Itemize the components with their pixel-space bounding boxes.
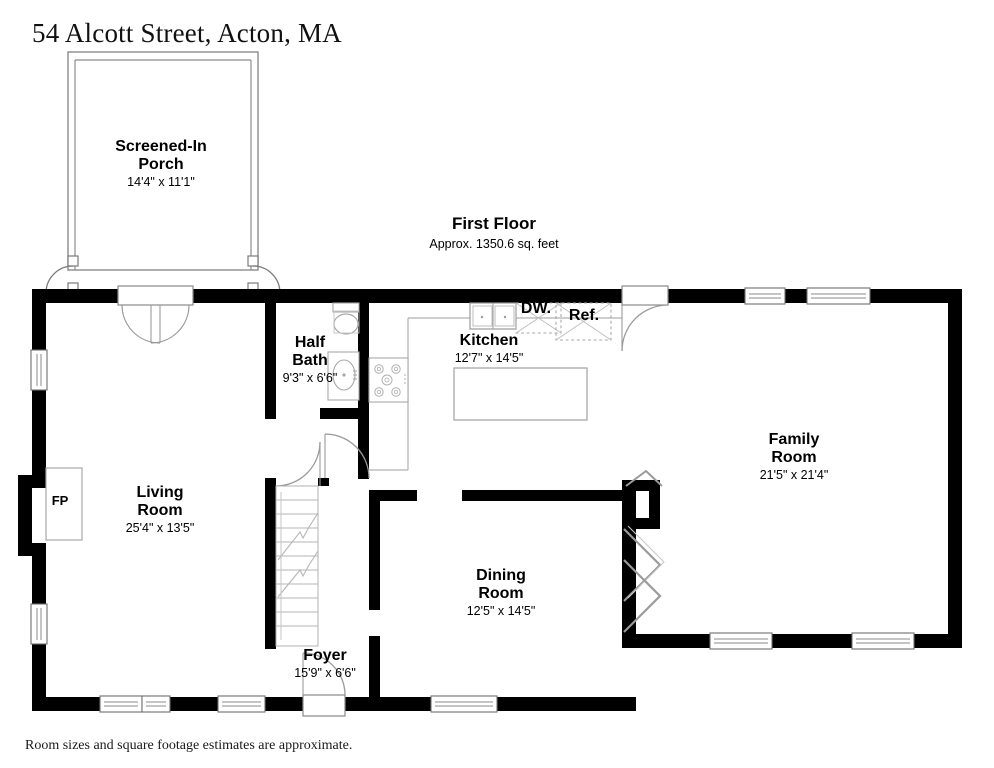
floor-heading: First Floor Approx. 1350.6 sq. feet [429, 214, 558, 251]
room-dims: 14'4" x 11'1" [127, 174, 195, 189]
room-label-family-room: Family Room 21'5" x 21'4" [760, 431, 829, 482]
room-label-porch: Screened-In Porch 14'4" x 11'1" [115, 138, 207, 189]
kitchen-island-icon [453, 367, 588, 421]
bifold-door-lower [623, 559, 662, 633]
window [806, 287, 871, 305]
room-dims: 9'3" x 6'6" [282, 370, 338, 385]
room-label-half-bath: Half Bath 9'3" x 6'6" [283, 334, 338, 385]
window [430, 695, 498, 713]
room-label-dining-room: Dining Room 12'5" x 14'5" [467, 567, 536, 618]
room-label-foyer: Foyer 15'9" x 6'6" [294, 647, 356, 680]
refrigerator-icon [555, 302, 612, 341]
room-name: Kitchen [459, 332, 519, 349]
floor-area: Approx. 1350.6 sq. feet [429, 237, 559, 251]
screened-in-porch-structure [67, 51, 259, 294]
bifold-door-pocket [625, 469, 663, 487]
bathroom-sink-icon [327, 351, 360, 401]
room-dims: 21'5" x 21'4" [759, 467, 829, 482]
toilet-icon [332, 302, 360, 335]
room-name: Dining Room [476, 567, 526, 602]
window [30, 349, 48, 391]
room-name: Living Room [136, 484, 184, 519]
window [709, 632, 773, 650]
window [851, 632, 915, 650]
bifold-door-upper [623, 525, 665, 602]
room-label-living-room: Living Room 25'4" x 13'5" [126, 484, 195, 535]
disclaimer-text: Room sizes and square footage estimates … [25, 738, 353, 753]
exterior-door-front [302, 652, 346, 717]
window [99, 695, 143, 713]
exterior-door-rear [621, 285, 669, 352]
fireplace-label: FP [51, 493, 69, 508]
window [30, 603, 48, 645]
windows [30, 287, 915, 713]
room-name: Family Room [768, 431, 820, 466]
fireplace-icon [45, 467, 83, 541]
room-dims: 12'5" x 14'5" [466, 603, 536, 618]
window [217, 695, 266, 713]
room-dims: 25'4" x 13'5" [125, 520, 195, 535]
dishwasher-label: DW. [520, 300, 552, 317]
room-name: Screened-In Porch [115, 138, 207, 173]
french-door-to-porch [117, 285, 194, 344]
room-label-kitchen: Kitchen 12'7" x 14'5" [455, 332, 524, 365]
dishwasher-icon [515, 302, 562, 334]
floor-title: First Floor [451, 214, 537, 233]
room-dims: 12'7" x 14'5" [454, 350, 524, 365]
stove-range-icon [368, 357, 409, 403]
room-name: Foyer [303, 647, 347, 664]
staircase-icon [275, 485, 319, 647]
room-dims: 15'9" x 6'6" [294, 665, 356, 680]
room-name: Half Bath [292, 334, 328, 369]
page-title: 54 Alcott Street, Acton, MA [32, 18, 342, 48]
interior-walls [265, 289, 660, 697]
interior-door-hall [324, 433, 370, 479]
kitchen-sink-icon [469, 302, 517, 330]
window [744, 287, 786, 305]
interior-door-half-bath [275, 441, 321, 487]
window [141, 695, 171, 713]
refrigerator-label: Ref. [568, 307, 600, 324]
